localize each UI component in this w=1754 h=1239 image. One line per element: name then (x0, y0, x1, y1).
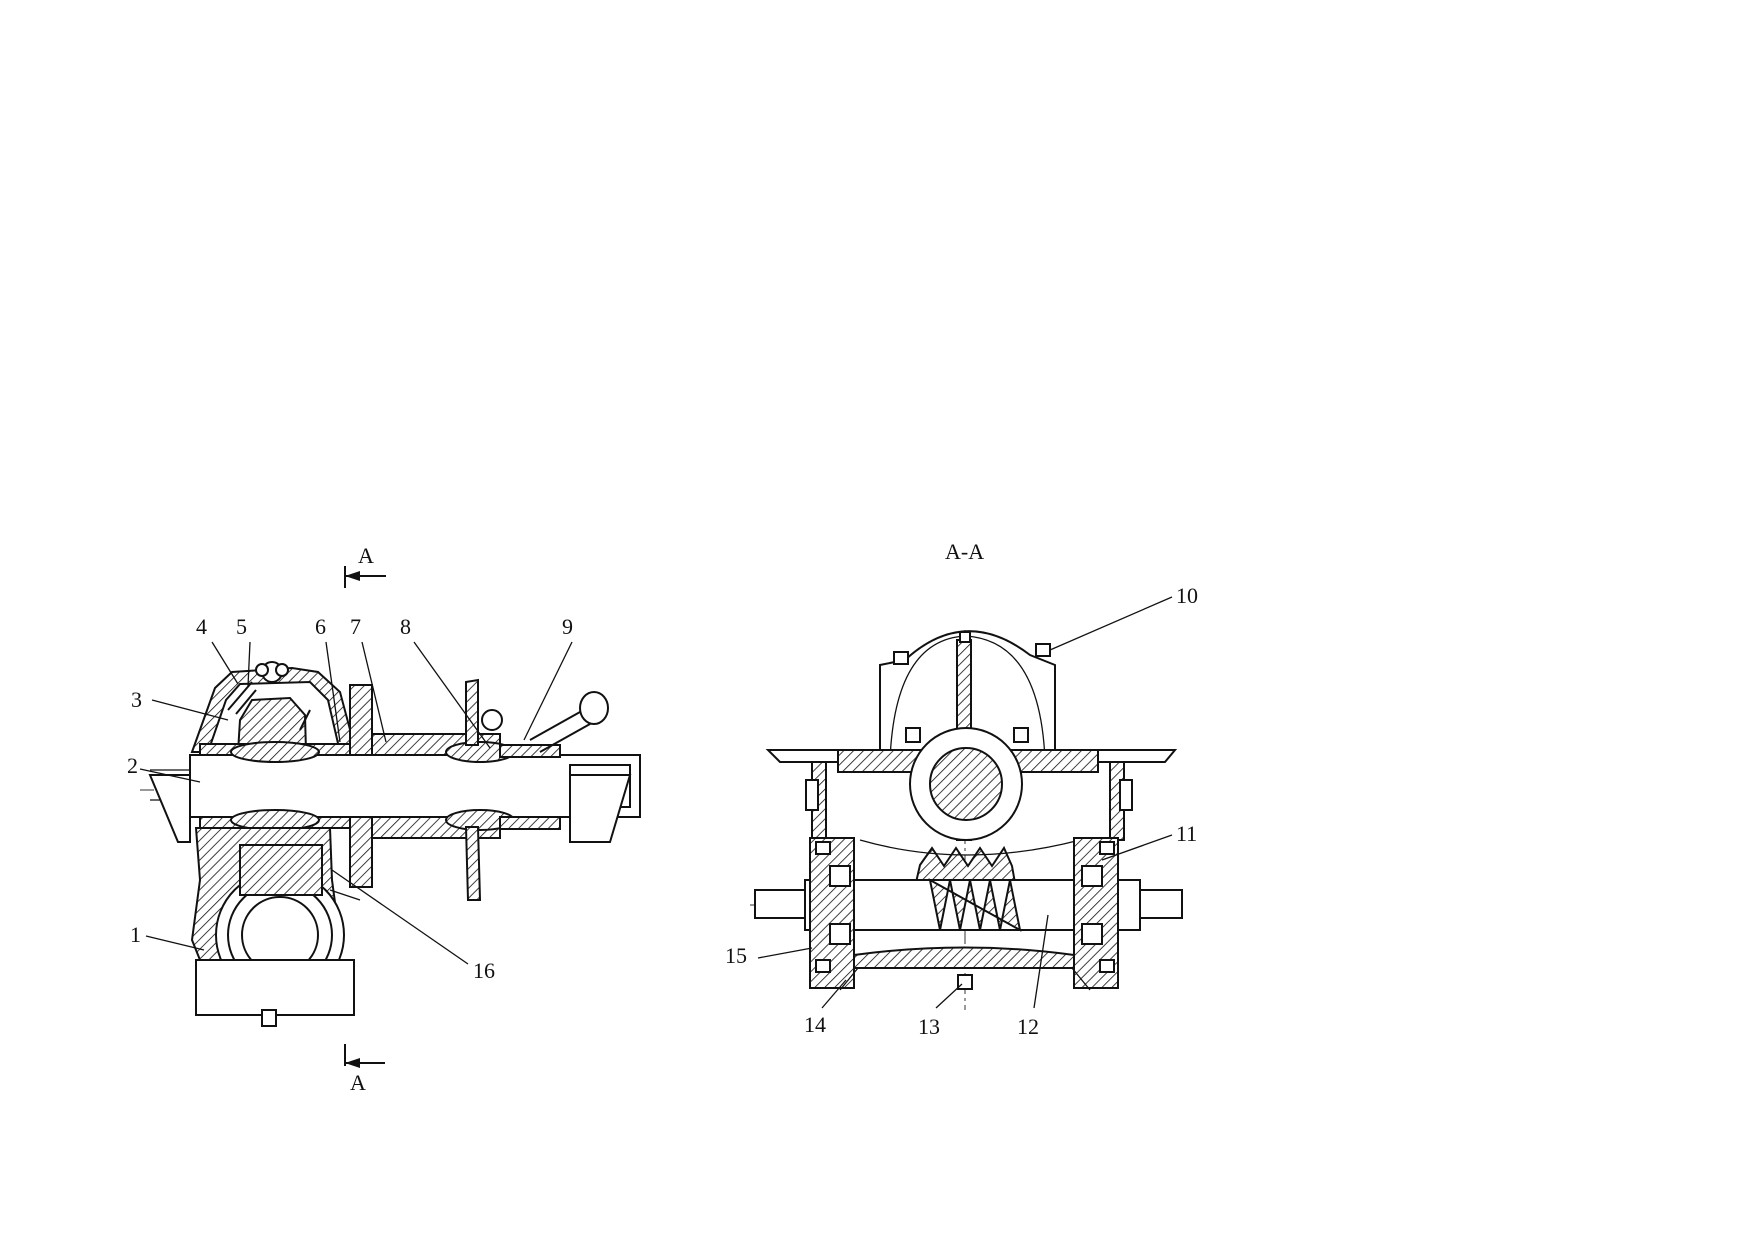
callout-2: 2 (127, 753, 138, 778)
callout-3: 3 (131, 687, 142, 712)
callout-14: 14 (804, 1012, 826, 1037)
callout-6: 6 (315, 614, 326, 639)
callout-10: 10 (1176, 583, 1198, 608)
section-view-a-a (750, 630, 1183, 1010)
right-callouts: 10 11 15 14 13 12 (725, 583, 1198, 1039)
callout-9: 9 (562, 614, 573, 639)
callout-11: 11 (1176, 821, 1197, 846)
callout-15: 15 (725, 943, 747, 968)
callout-16: 16 (473, 958, 495, 983)
callout-5: 5 (236, 614, 247, 639)
callout-7: 7 (350, 614, 361, 639)
callout-13: 13 (918, 1014, 940, 1039)
drain-plug (957, 974, 973, 990)
output-shaft-section (929, 747, 1003, 821)
cut-letter-bottom: A (350, 1070, 366, 1095)
cut-letter-top: A (358, 543, 374, 568)
callout-1: 1 (130, 922, 141, 947)
section-cut-marker-top: A (344, 543, 386, 588)
main-shaft (189, 754, 641, 818)
callout-4: 4 (196, 614, 207, 639)
callout-12: 12 (1017, 1014, 1039, 1039)
section-cut-marker-bottom: A (344, 1044, 385, 1095)
section-view-title: A-A (945, 539, 984, 564)
left-callouts: 4 5 3 2 1 6 7 8 9 16 (127, 614, 573, 983)
callout-8: 8 (400, 614, 411, 639)
front-section-view: A A (140, 543, 641, 1095)
